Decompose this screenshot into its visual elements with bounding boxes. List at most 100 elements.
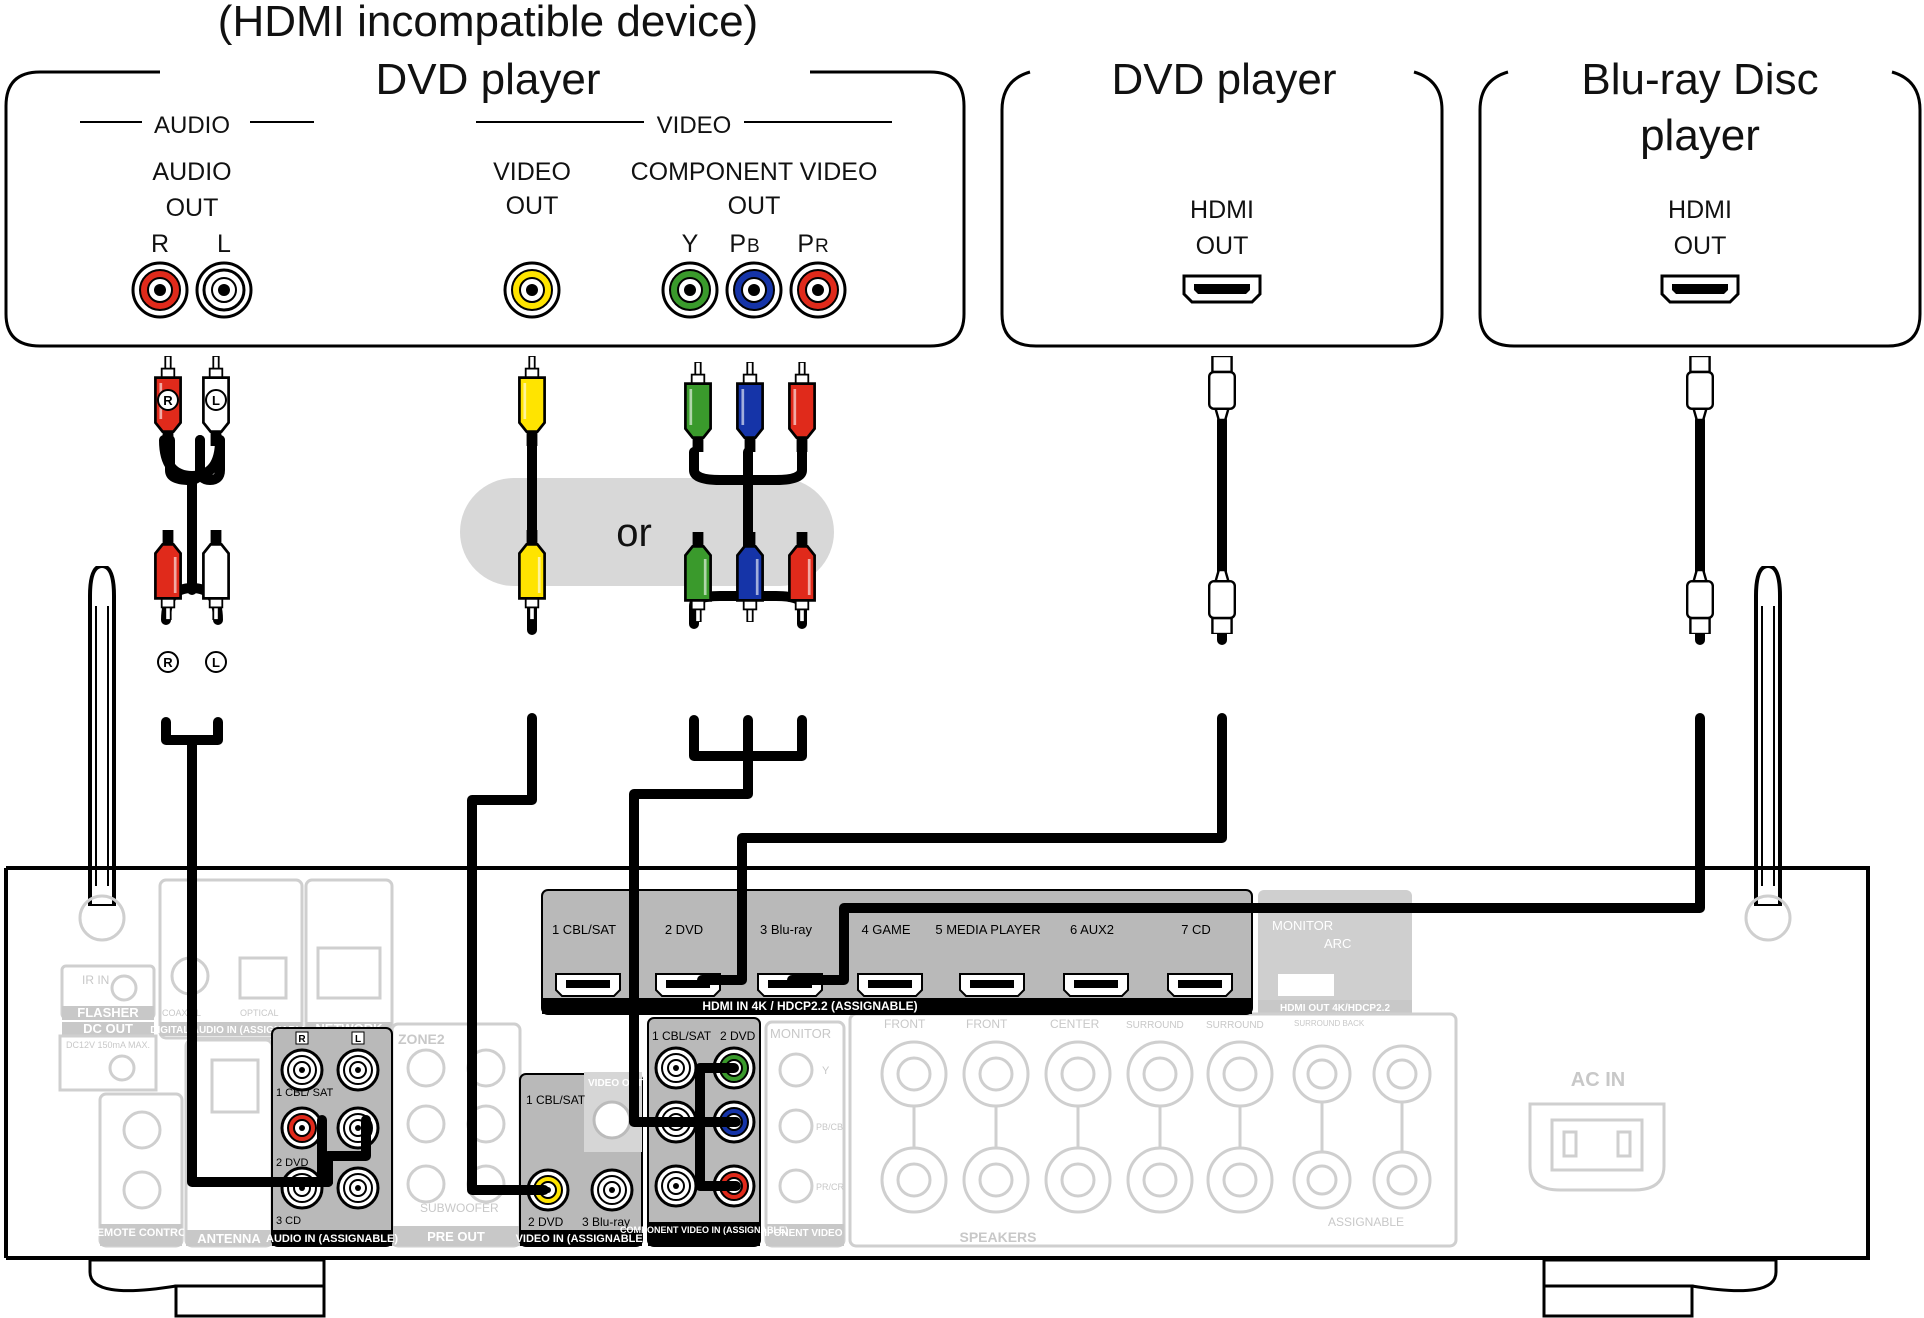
audio-out-label: AUDIO xyxy=(152,158,231,186)
rca-plug-icon xyxy=(201,530,231,620)
bluray-device: Blu-ray Disc player HDMI OUT xyxy=(1478,55,1922,348)
or-label: or xyxy=(616,511,652,555)
dvd-analog-device: (HDMI incompatible device) DVD player AU… xyxy=(4,0,966,348)
hdmi-input-label: 3 Blu-ray xyxy=(760,922,813,937)
monitor-label: MONITOR xyxy=(1272,918,1333,933)
hdmi-out-label-2: OUT xyxy=(1196,232,1249,260)
audio-group-label: AUDIO xyxy=(154,112,230,139)
audio-in-panel: R L 1 CBL/ SAT 2 DVD 3 CD AUDIO IN (ASSI… xyxy=(266,1027,398,1247)
rca-plug-icon xyxy=(683,362,713,452)
device-title: Blu-ray Disc xyxy=(1581,55,1818,104)
comp-in-label: COMPONENT VIDEO IN (ASSIGNABLE) xyxy=(620,1225,788,1235)
antenna-base-icon xyxy=(1744,894,1792,942)
pb-label: P xyxy=(729,230,746,258)
plug-label-r: R xyxy=(157,389,179,411)
remote-control-label: REMOTE CONTROL xyxy=(89,1227,194,1239)
rca-jack-icon xyxy=(280,1048,324,1092)
antenna-label: ANTENNA xyxy=(197,1231,261,1246)
svg-text:R: R xyxy=(163,655,173,670)
front-l-label: FRONT xyxy=(966,1017,1008,1031)
video-in-bluray-label: 3 Blu-ray xyxy=(582,1215,630,1229)
rca-jack-icon xyxy=(503,261,561,319)
rca-jack-icon xyxy=(789,261,847,319)
hdmi-out-label-2: OUT xyxy=(1674,232,1727,260)
video-out-label: VIDEO xyxy=(493,158,571,186)
device-title: DVD player xyxy=(1112,55,1337,104)
hdmi-input-label: 6 AUX2 xyxy=(1070,922,1114,937)
rca-plug-icon xyxy=(153,530,183,620)
pre-out-label: PRE OUT xyxy=(427,1229,485,1244)
device-title: DVD player xyxy=(376,55,601,104)
audio-in-dvd-label: 2 DVD xyxy=(276,1157,308,1169)
plug-label-r: R xyxy=(157,651,179,673)
flasher-label: FLASHER xyxy=(77,1005,139,1020)
video-in-panel: VIDEO OUT 1 CBL/SAT 2 DVD 3 Blu-ray VIDE… xyxy=(516,1072,647,1247)
surround-r-label: SURROUND xyxy=(1126,1020,1184,1031)
av-receiver: IR IN FLASHER DC OUT DC12V 150mA MAX. CO… xyxy=(4,566,1870,1318)
hdmi-input-label: 1 CBL/SAT xyxy=(552,922,616,937)
ac-inlet-icon xyxy=(1528,1102,1666,1192)
rca-jack-icon xyxy=(590,1168,634,1212)
rca-jack-icon xyxy=(661,261,719,319)
video-out-label-2: OUT xyxy=(506,192,559,220)
pr-label: P xyxy=(797,230,814,258)
hdmi-port-icon xyxy=(1182,274,1262,304)
audio-in-cd-label: 3 CD xyxy=(276,1215,301,1227)
r-label: R xyxy=(151,230,169,258)
rca-jack-icon xyxy=(654,1164,698,1208)
rca-jack-icon xyxy=(336,1048,380,1092)
audio-in-l-label: L xyxy=(355,1034,361,1045)
arc-label: ARC xyxy=(1324,936,1351,951)
hdmi-plug-icon xyxy=(1685,562,1715,634)
antenna-icon xyxy=(1754,566,1782,906)
hdmi-in-label: HDMI IN 4K / HDCP2.2 (ASSIGNABLE) xyxy=(702,999,917,1013)
audio-out-label-2: OUT xyxy=(166,194,219,222)
dvd-hdmi-device: DVD player HDMI OUT xyxy=(1000,55,1444,348)
svg-text:L: L xyxy=(212,655,220,670)
cables xyxy=(159,415,1705,1195)
video-group-label: VIDEO xyxy=(657,112,732,139)
rca-jack-icon xyxy=(336,1166,380,1210)
center-label: CENTER xyxy=(1050,1017,1100,1031)
component-out-label: COMPONENT VIDEO xyxy=(631,158,878,186)
rca-jack-icon xyxy=(725,261,783,319)
antenna-icon xyxy=(88,566,116,906)
surround-back-label: SURROUND BACK xyxy=(1294,1019,1365,1028)
l-label: L xyxy=(217,230,231,258)
svg-text:R: R xyxy=(163,393,173,408)
ac-in-label: AC IN xyxy=(1571,1069,1625,1091)
video-in-label: VIDEO IN (ASSIGNABLE) xyxy=(516,1233,647,1245)
hdmi-input-label: 5 MEDIA PLAYER xyxy=(935,922,1040,937)
plug-label-l: L xyxy=(205,651,227,673)
rca-jack-icon xyxy=(280,1166,324,1210)
dc-spec-label: DC12V 150mA MAX. xyxy=(66,1040,150,1050)
hdmi-input-label: 2 DVD xyxy=(665,922,703,937)
comp-cbl-label: 1 CBL/SAT xyxy=(652,1029,712,1043)
hdmi-out-4k-label: HDMI OUT 4K/HDCP2.2 xyxy=(1280,1003,1390,1014)
zone2-label: ZONE2 xyxy=(398,1031,445,1047)
rca-plug-icon xyxy=(517,356,547,446)
component-out-label-2: OUT xyxy=(728,192,781,220)
ghost-panels: IR IN FLASHER DC OUT DC12V 150mA MAX. CO… xyxy=(58,878,1666,1248)
hdmi-plug-icon xyxy=(1207,356,1237,428)
hdmi-out-label: HDMI xyxy=(1668,196,1732,224)
comp-pb-label: PB/CB xyxy=(816,1122,843,1132)
hdmi-plug-icon xyxy=(1207,562,1237,634)
video-in-cbl-label: 1 CBL/SAT xyxy=(526,1093,586,1107)
speakers-label: SPEAKERS xyxy=(959,1229,1036,1245)
svg-text:L: L xyxy=(212,393,220,408)
video-in-dvd-label: 2 DVD xyxy=(528,1215,564,1229)
audio-in-r-label: R xyxy=(298,1034,306,1045)
ir-in-label: IR IN xyxy=(82,973,109,987)
video-out-label: VIDEO OUT xyxy=(588,1078,643,1089)
plugs: R L R L xyxy=(153,356,1715,673)
rca-plug-icon xyxy=(787,362,817,452)
hdmi-input-label: 7 CD xyxy=(1181,922,1211,937)
hdmi-out-label: HDMI xyxy=(1190,196,1254,224)
hdmi-plug-icon xyxy=(1685,356,1715,428)
audio-in-label: AUDIO IN (ASSIGNABLE) xyxy=(266,1233,398,1245)
assignable-label: ASSIGNABLE xyxy=(1328,1215,1404,1229)
hdmi-port-icon xyxy=(1660,274,1740,304)
device-subtitle: (HDMI incompatible device) xyxy=(218,0,758,46)
